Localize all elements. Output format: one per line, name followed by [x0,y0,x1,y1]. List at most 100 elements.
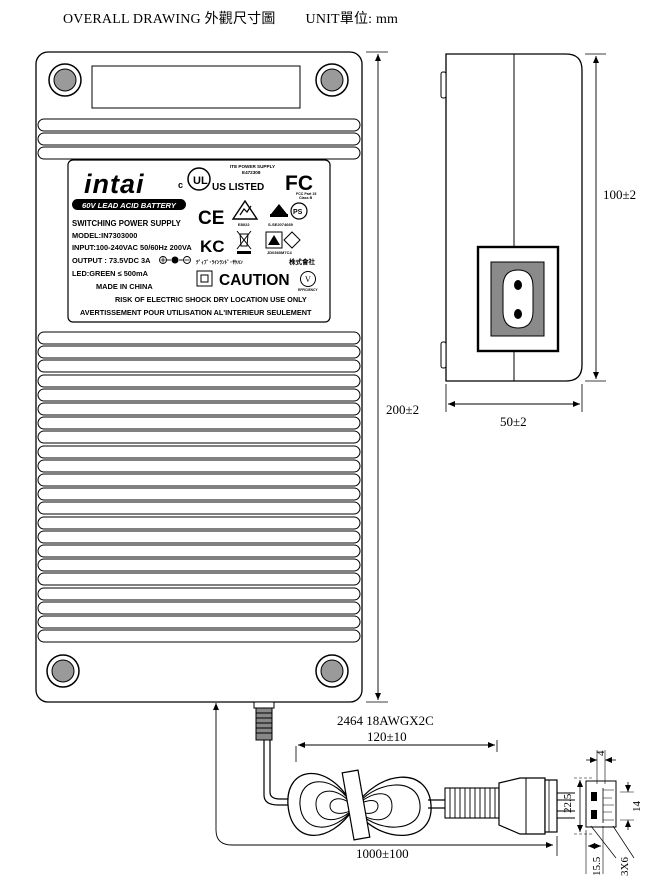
input-rating: INPUT:100-240VAC 50/60Hz 200VA [72,243,192,252]
side-foot-bottom [440,341,447,369]
adapter-top-view: intai c UL US LISTED ITE POWER SUPPLY E4… [35,51,363,741]
efficiency-mark-icon [300,271,316,287]
adapter-side-view [440,53,583,382]
made-in: MADE IN CHINA [96,282,153,291]
cert-code-1: S-SE2074669 [268,222,294,227]
cooling-rib [37,416,361,430]
cooling-rib [37,587,361,601]
output-rating: OUTPUT : 73.5VDC 3A [72,256,151,265]
cert-code-2: JD0360M7C4 [267,250,292,255]
cooling-rib [37,601,361,615]
pse-triangle-icon [265,231,301,249]
cooling-rib [37,146,361,160]
ite-line-1: ITE POWER SUPPLY [230,164,275,169]
saa-mark-icon [231,199,259,220]
ac-inlet-c8-icon [476,245,560,353]
cooling-rib [37,473,361,487]
ul-logo-icon: UL [187,167,211,191]
cooling-rib [37,558,361,572]
weee-bin-icon [236,230,252,254]
efficiency-label: EFFICIENCY [298,288,318,292]
japan-company: 株式會社 [289,257,316,266]
drawing-title: OVERALL DRAWING 外觀尺寸圖 [63,12,276,27]
cable-coil [263,740,446,841]
cooling-rib [37,516,361,530]
cooling-rib [37,530,361,544]
ul-c-mark: c [178,180,183,190]
side-foot-top [440,71,447,99]
ac-cable-dimension: 1000±100 [213,703,558,861]
pin-pitch-label: 4 [595,750,607,756]
pin-height-label: 14 [631,801,643,813]
polarity-icon [159,256,191,264]
saa-code: E8022 [238,222,250,227]
cooling-rib [37,388,361,402]
efficiency-mark: V [305,275,311,284]
width-dimension-label: 50±2 [500,414,527,429]
length-dimension: 200±2 [366,51,419,703]
ce-mark: CE [198,208,224,229]
pin-depth-label: 15.5 [591,856,603,876]
warning-english: RISK OF ELECTRIC SHOCK DRY LOCATION USE … [115,295,307,304]
cooling-rib [37,118,361,132]
top-window [91,65,301,109]
pin-size-label: 3X6 [619,857,631,876]
double-insulation-icon [196,270,213,287]
model-number: MODEL:IN7303000 [72,231,137,240]
dc-cable-dimension: 2464 18AWGX2C 120±10 [295,713,498,762]
unit-label: UNIT單位: mm [305,12,399,27]
cable-tie [341,769,371,841]
cooling-rib [37,374,361,388]
fcc-logo-icon: FC [285,172,313,195]
plug-dimensions: 22.5 4 14 15.5 3X6 [562,750,643,876]
cooling-rib [37,459,361,473]
battery-banner [72,199,186,210]
cooling-rib [37,402,361,416]
corner-screw-tl [48,63,82,97]
cooling-rib [37,331,361,345]
svg-text:PS: PS [293,209,303,216]
ac-cable-length: 1000±100 [356,846,409,861]
width-dimension: 50±2 [445,384,583,429]
corner-screw-bl [46,654,80,688]
dc-strain-relief [253,701,275,741]
caution-text: CAUTION [219,272,290,289]
led-rating: LED:GREEN ≤ 500mA [72,269,149,278]
pse-mark-icon: PS [270,202,308,220]
page-title: OVERALL DRAWING 外觀尺寸圖 UNIT單位: mm [63,8,398,28]
svg-text:UL: UL [193,175,208,187]
cooling-rib [37,544,361,558]
cooling-rib [37,501,361,515]
cooling-rib [37,487,361,501]
japan-importer: ﾃﾞｨﾌﾞ･ﾗｲﾝﾗﾝﾄﾞ･ｻｹﾊﾝ [196,258,243,266]
cooling-rib [37,359,361,373]
corner-screw-br [315,654,349,688]
height-dimension: 100±2 [585,53,636,382]
product-type: SWITCHING POWER SUPPLY [72,219,182,228]
ul-us-listed: US LISTED [212,182,264,193]
cooling-rib [37,615,361,629]
cooling-rib [37,132,361,146]
kc-mark: KC [200,237,225,256]
product-label: intai c UL US LISTED ITE POWER SUPPLY E4… [67,159,331,323]
fcc-note-2: Class B [299,196,313,200]
cooling-rib [37,572,361,586]
dc-cable-spec: 2464 18AWGX2C [337,713,434,728]
cooling-rib [37,445,361,459]
corner-screw-tr [315,63,349,97]
ite-line-2: E472308 [242,170,261,175]
fcc-note-1: FCC Part 15 [296,192,316,196]
cooling-rib [37,345,361,359]
battery-banner-text: 60V LEAD ACID BATTERY [82,201,177,210]
height-dimension-label: 100±2 [603,187,636,202]
dc-cable-length: 120±10 [367,729,407,744]
cooling-rib [37,430,361,444]
plug-width-label: 22.5 [562,793,574,813]
length-dimension-label: 200±2 [386,402,419,417]
brand-logo: intai [84,169,145,199]
warning-french: AVERTISSEMENT POUR UTILISATION AL'INTERI… [80,308,312,317]
cooling-ribs [37,118,361,643]
plug-face-detail [585,780,635,859]
cooling-rib [37,629,361,643]
